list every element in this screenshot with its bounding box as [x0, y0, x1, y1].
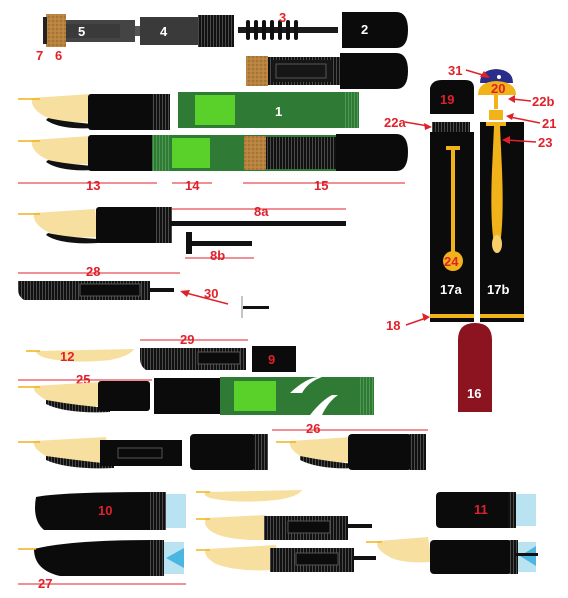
label-24: 24: [444, 254, 459, 269]
label-30: 30: [204, 286, 218, 301]
nib-feed-stack: [196, 490, 372, 541]
section-26: [276, 434, 426, 470]
green-barrel-cutaway: [220, 377, 374, 415]
label-16: 16: [467, 386, 481, 401]
piston-rod-assembly: [43, 14, 234, 47]
label-4: 4: [160, 24, 168, 39]
label-17a: 17a: [440, 282, 462, 297]
cap-17b: [480, 122, 524, 322]
label-31: 31: [448, 63, 462, 78]
star-logo-icon: [480, 69, 513, 83]
label-9: 9: [268, 352, 275, 367]
section-with-feed: [18, 207, 346, 244]
cap-inner-19: [430, 80, 474, 114]
section-11-assembled: [366, 537, 538, 574]
label-23: 23: [538, 135, 552, 150]
cap-top-20: [478, 81, 516, 109]
nib-feed-assembled: [196, 545, 376, 572]
blind-cap: [342, 12, 408, 48]
label-18: 18: [386, 318, 400, 333]
grip-section-10: [35, 492, 186, 530]
assembled-pen: [18, 134, 408, 171]
label-20: 20: [491, 81, 505, 96]
label-3: 3: [279, 10, 286, 25]
label-1: 1: [275, 104, 282, 119]
label-29: 29: [180, 332, 194, 347]
fountain-pen-nib-icon: [31, 94, 96, 123]
label-2: 2: [361, 22, 368, 37]
breather-tube-30: [180, 290, 269, 318]
section-25: [18, 378, 220, 414]
label-27: 27: [38, 576, 52, 591]
label-28: 28: [86, 264, 100, 279]
label-22a: 22a: [384, 115, 406, 130]
cap-17a: [430, 122, 474, 322]
seal-tool: [186, 232, 252, 254]
label-8b: 8b: [210, 248, 225, 263]
label-10: 10: [98, 503, 112, 518]
cap-clip-icon: [491, 126, 503, 248]
label-8a: 8a: [254, 204, 269, 219]
label-15: 15: [314, 178, 328, 193]
label-7: 7: [36, 48, 43, 63]
piston-assembled: [246, 53, 408, 89]
grip-section-27: [18, 540, 184, 576]
nib-unit-row2: [18, 94, 170, 130]
spring-spindle: [238, 20, 338, 40]
label-13: 13: [86, 178, 100, 193]
label-14: 14: [185, 178, 200, 193]
label-19: 19: [440, 92, 454, 107]
feed-28: [18, 281, 174, 300]
label-17b: 17b: [487, 282, 509, 297]
section-11: [436, 492, 536, 528]
green-barrel: [178, 92, 359, 128]
label-11: 11: [474, 502, 488, 517]
part-9: [252, 346, 296, 372]
label-26: 26: [306, 421, 320, 436]
nib-12: [26, 349, 134, 362]
label-12: 12: [60, 349, 74, 364]
label-5: 5: [78, 24, 85, 39]
label-6: 6: [55, 48, 62, 63]
feed-29: [140, 348, 246, 370]
clip-ring-21: [489, 110, 503, 120]
label-22b: 22b: [532, 94, 554, 109]
section-pair-left: [18, 434, 268, 470]
label-21: 21: [542, 116, 556, 131]
cap-liner-16: [458, 323, 492, 412]
